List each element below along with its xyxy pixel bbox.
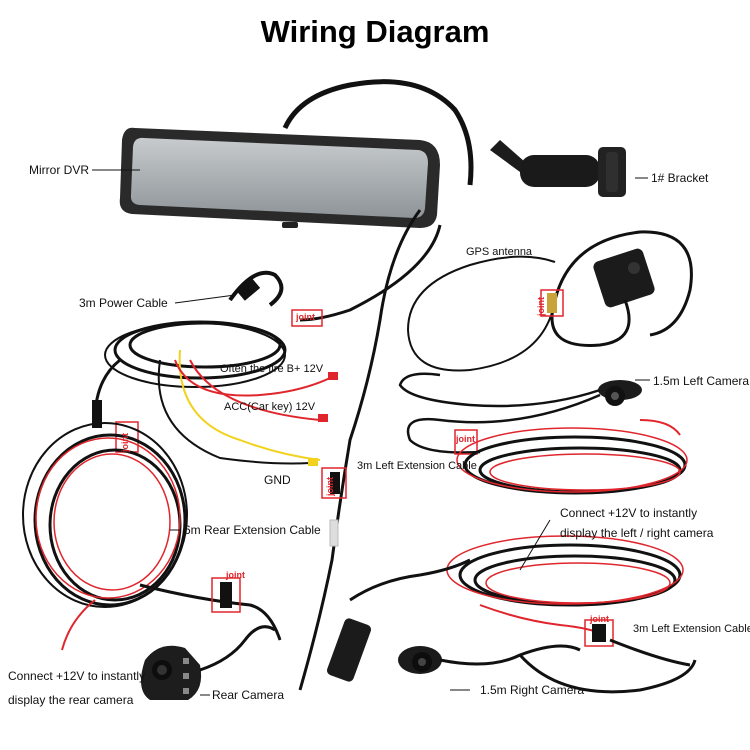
diagram-title: Wiring Diagram <box>260 14 490 49</box>
label-left-extension-1: 3m Left Extension Cable <box>357 460 477 472</box>
label-connect-rear-1: Connect +12V to instantly <box>8 669 146 683</box>
label-rear-camera: Rear Camera <box>212 688 285 702</box>
label-rear-extension: 6m Rear Extension Cable <box>184 523 321 537</box>
label-right-camera: 1.5m Right Camera <box>480 683 585 697</box>
mirror-dvr-device <box>119 79 474 228</box>
label-connect-rear-2: display the rear camera <box>8 693 134 707</box>
gps-antenna-device <box>406 230 693 372</box>
joint-tag-power: joint <box>296 312 315 322</box>
joint-tag-left-extension: joint <box>590 614 609 624</box>
joint-tag-gps: joint <box>536 297 546 316</box>
joint-tag-trunk: joint <box>325 477 335 496</box>
right-camera-device <box>398 644 697 694</box>
power-cable-coil <box>92 270 338 466</box>
label-left-camera: 1.5m Left Camera <box>653 374 750 388</box>
left-extension-coil-upper <box>456 419 688 495</box>
label-bracket: 1# Bracket <box>651 171 709 185</box>
label-connect-left-right-1: Connect +12V to instantly <box>560 506 698 520</box>
rear-extension-coil <box>22 422 282 651</box>
left-camera-device <box>398 372 642 455</box>
label-mirror-dvr: Mirror DVR <box>29 163 89 177</box>
label-connect-left-right-2: display the left / right camera <box>560 526 714 540</box>
label-gnd: GND <box>264 473 291 487</box>
label-left-extension-2: 3m Left Extension Cable <box>633 623 750 635</box>
joint-tag-rear: joint <box>226 570 245 580</box>
label-gps-antenna: GPS antenna <box>466 246 533 258</box>
label-power-cable: 3m Power Cable <box>79 296 168 310</box>
label-acc: ACC(Car key) 12V <box>224 401 316 413</box>
label-fire-b: Often the fire B+ 12V <box>220 363 324 375</box>
rear-camera-device <box>141 625 276 700</box>
joint-tag-power-lead: joint <box>120 433 130 452</box>
joint-tag-left-camera: joint <box>456 434 475 444</box>
bracket-device <box>490 140 626 197</box>
